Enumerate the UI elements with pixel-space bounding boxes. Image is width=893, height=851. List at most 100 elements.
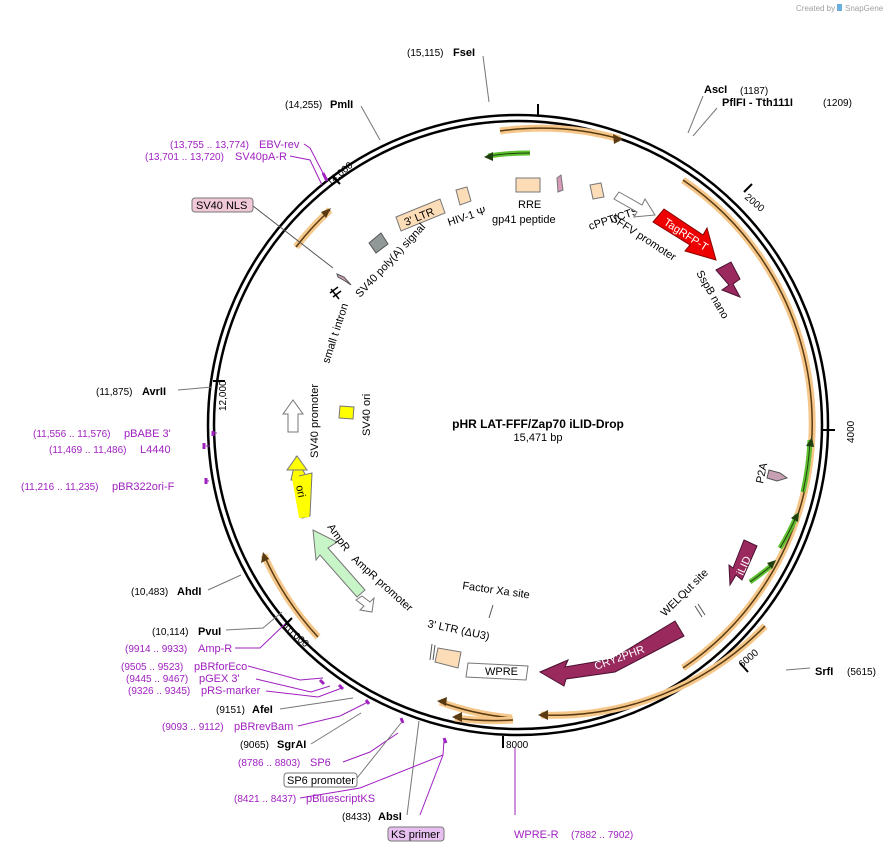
tick-marks — [213, 104, 835, 748]
primer-leaders — [205, 143, 516, 816]
credit-brand: SnapGene — [845, 4, 884, 13]
ilid-feature — [728, 539, 758, 587]
factorxa-tick — [488, 604, 494, 619]
site-pos-afei: (9151) — [216, 705, 245, 716]
ks-primer-box — [387, 826, 445, 842]
site-ahdi: AhdI — [177, 586, 201, 598]
tick-14000 — [331, 175, 341, 185]
backbone — [206, 113, 830, 737]
sp6-promoter-label: SP6 promoter — [287, 775, 355, 787]
primer-pbrrevbam: pBRrevBam — [234, 721, 293, 733]
primer-pos-wpre-r: (7882 .. 7902) — [571, 830, 633, 841]
sv40-polya-label: SV40 poly(A) signal — [353, 221, 428, 300]
inner-orf-arcs — [452, 712, 514, 725]
site-pos-pvui: (10,114) — [152, 627, 189, 638]
sv40-nls-box — [191, 197, 254, 213]
factorxa-label: Factor Xa site — [462, 580, 531, 601]
primer-pos-sv40pa-r: (13,701 .. 13,720) — [145, 152, 224, 163]
cppt-feature — [589, 182, 605, 200]
tick-label-4000: 4000 — [846, 420, 857, 443]
small-t-feature — [329, 286, 342, 300]
primer-pbabe: pBABE 3' — [124, 428, 171, 440]
p2a-label: P2A — [754, 461, 770, 484]
primer-pos-prs-marker: (9326 .. 9345) — [128, 686, 190, 697]
sffv-promoter-feature — [613, 191, 656, 218]
primer-pbr322ori: pBR322ori-F — [112, 481, 175, 493]
ltr5-feature — [395, 198, 446, 232]
ltr3-tick — [429, 643, 433, 661]
primer-pos-pgex: (9445 .. 9467) — [126, 674, 188, 685]
primer-pos-l4440: (11,469 .. 11,486) — [49, 445, 126, 456]
ltr3-feature — [434, 647, 462, 669]
primer-wpre-r: WPRE-R — [514, 829, 559, 841]
sv40-promoter-label: SV40 promoter — [309, 384, 321, 458]
site-pos-asci: (1187) — [740, 86, 768, 97]
tick-label-2000: 2000 — [742, 192, 766, 215]
site-pos-ahdi: (10,483) — [131, 587, 168, 598]
sv40-nls-label: SV40 NLS — [196, 200, 247, 212]
tick-label-12000: 12,000 — [218, 380, 229, 411]
site-asci: AscI — [704, 84, 727, 96]
site-pmli: PmlI — [330, 99, 353, 111]
site-avrii: AvrII — [142, 386, 166, 398]
tick-2000 — [743, 183, 753, 193]
small-t-label: small t intron — [320, 302, 351, 365]
credit-prefix: Created by — [796, 4, 835, 13]
welqut-feature — [694, 603, 706, 618]
site-pvui: PvuI — [198, 626, 221, 638]
sv40-promoter-feature — [282, 399, 304, 433]
site-srfi: SrfI — [815, 666, 833, 678]
site-pos-pmli: (14,255) — [285, 100, 322, 111]
plasmid-length: 15,471 bp — [514, 432, 563, 444]
primer-pos-pbabe: (11,556 .. 11,576) — [33, 429, 110, 440]
sp6-promoter-box — [283, 772, 358, 788]
primer-amp-r: Amp-R — [198, 643, 232, 655]
site-fsei: FseI — [453, 47, 475, 59]
hiv-psi-label: HIV-1 Ψ — [446, 205, 488, 229]
primer-prs-marker: pRS-marker — [201, 685, 261, 697]
tick-label-14000: 14,000 — [325, 160, 356, 188]
rre-label: RRE — [518, 199, 541, 211]
snapgene-logo-icon — [837, 4, 842, 11]
primer-sv40pa-r: SV40pA-R — [235, 151, 287, 163]
site-absi: AbsI — [378, 811, 402, 823]
tick-10000 — [283, 617, 293, 627]
ampr-feature — [312, 529, 366, 598]
p2a-feature — [766, 469, 789, 482]
primer-ebv-rev: EBV-rev — [259, 139, 300, 151]
primer-pos-sp6: (8786 .. 8803) — [238, 758, 300, 769]
primer-marks — [202, 172, 448, 744]
sv40-polya-feature — [368, 232, 389, 254]
primers: (13,755 .. 13,774) EBV-rev (13,701 .. 13… — [21, 139, 633, 841]
site-pos-pflfi: (1209) — [823, 98, 852, 109]
tagrfp-feature — [652, 208, 717, 261]
cry2-feature — [538, 620, 685, 687]
green-arcs — [484, 150, 814, 585]
site-pos-absi: (8433) — [342, 812, 371, 823]
site-pos-fsei: (15,115) — [407, 48, 444, 59]
site-pos-srfi: (5615) — [847, 667, 876, 678]
amp-promoter-feature — [355, 595, 375, 613]
wpre-feature — [465, 662, 529, 681]
primer-sp6: SP6 — [310, 757, 331, 769]
site-sgrai: SgrAI — [277, 739, 306, 751]
primer-pos-pbrrevbam: (9093 .. 9112) — [162, 722, 224, 733]
sv40-nls-feature — [336, 273, 352, 286]
primer-pos-amp-r: (9914 .. 9933) — [125, 644, 187, 655]
primer-l4440: L4440 — [140, 444, 171, 456]
sv40-ori-feature — [338, 405, 355, 420]
primer-pgex: pGEX 3' — [199, 673, 240, 685]
primer-pos-pbrforeco: (9505 .. 9523) — [121, 662, 183, 673]
site-pflfi: PflFI - Tth111I — [722, 97, 793, 109]
sspb-feature — [715, 261, 742, 298]
site-afei: AfeI — [252, 704, 273, 716]
sv40-ori-label: SV40 ori — [361, 394, 373, 436]
site-pos-sgrai: (9065) — [240, 740, 269, 751]
primer-pos-ebv-rev: (13,755 .. 13,774) — [170, 140, 249, 151]
gp41-feature — [556, 174, 564, 193]
ori-label: ori — [293, 484, 307, 498]
ltr3-label: 3' LTR (ΔU3) — [426, 618, 490, 643]
ks-primer-label: KS primer — [391, 829, 440, 841]
wpre-label: WPRE — [485, 666, 518, 678]
